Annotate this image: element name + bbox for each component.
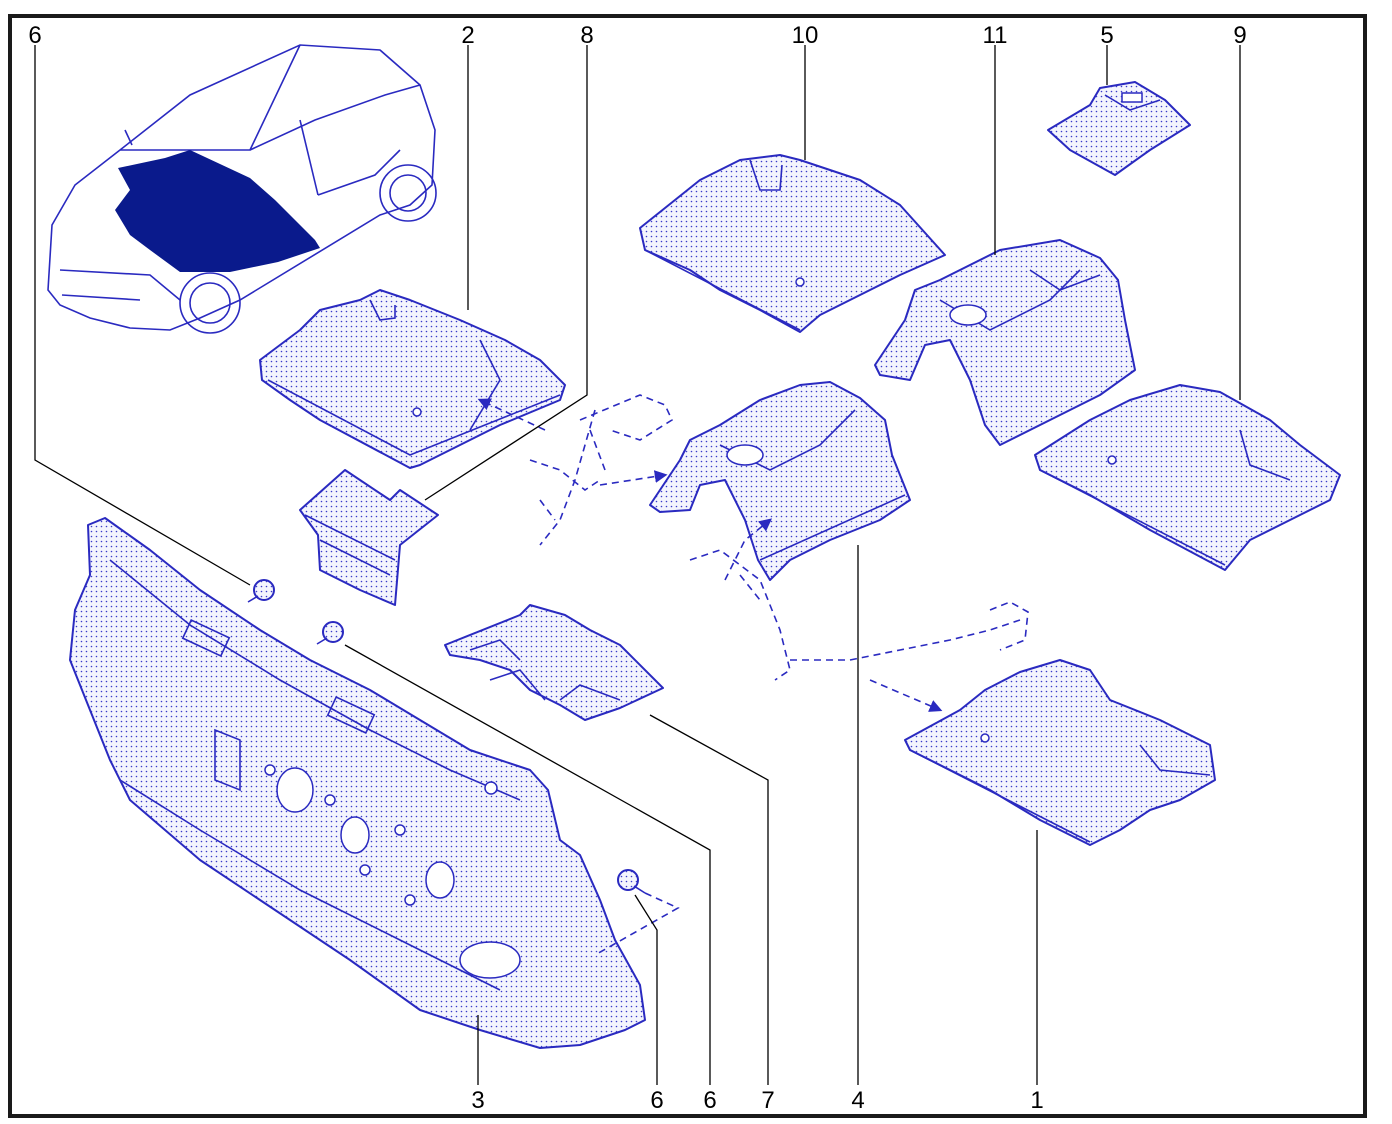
tunnel-insulator-11 <box>874 239 1136 446</box>
callout-5: 5 <box>1100 22 1113 49</box>
callout-2: 2 <box>461 22 474 49</box>
callout-1: 1 <box>1030 1087 1043 1114</box>
tunnel-insulator-4 <box>649 381 911 581</box>
footrest-7 <box>444 604 664 721</box>
callout-7: 7 <box>761 1087 774 1114</box>
callout-8: 8 <box>580 22 593 49</box>
callout-10: 10 <box>792 22 819 49</box>
clip-6-lower <box>594 869 680 956</box>
diagram-frame <box>8 14 1367 1118</box>
floor-mat-1 <box>904 659 1216 846</box>
wiring-harness-lower <box>689 518 1029 712</box>
callout-11: 11 <box>983 22 1008 49</box>
floor-mat-10 <box>639 154 946 333</box>
wiring-harness-upper <box>477 394 674 546</box>
callout-6-bottom-right: 6 <box>703 1087 716 1114</box>
clip-6-upper <box>247 579 275 603</box>
dashboard-insulator-3 <box>69 517 646 1049</box>
callout-6-top: 6 <box>28 22 41 49</box>
callout-4: 4 <box>851 1087 864 1114</box>
clip-6-middle <box>316 621 344 645</box>
callout-9: 9 <box>1233 22 1246 49</box>
highlighted-floor-area <box>115 150 320 272</box>
callout-6-bottom-left: 6 <box>650 1087 663 1114</box>
pad-5 <box>1047 81 1191 176</box>
floor-mat-9 <box>1034 384 1341 571</box>
car-overview-image <box>47 44 437 334</box>
bracket-8 <box>299 469 439 606</box>
callout-3: 3 <box>471 1087 484 1114</box>
floor-mat-2 <box>259 289 566 469</box>
leader-lines <box>34 45 1241 1085</box>
